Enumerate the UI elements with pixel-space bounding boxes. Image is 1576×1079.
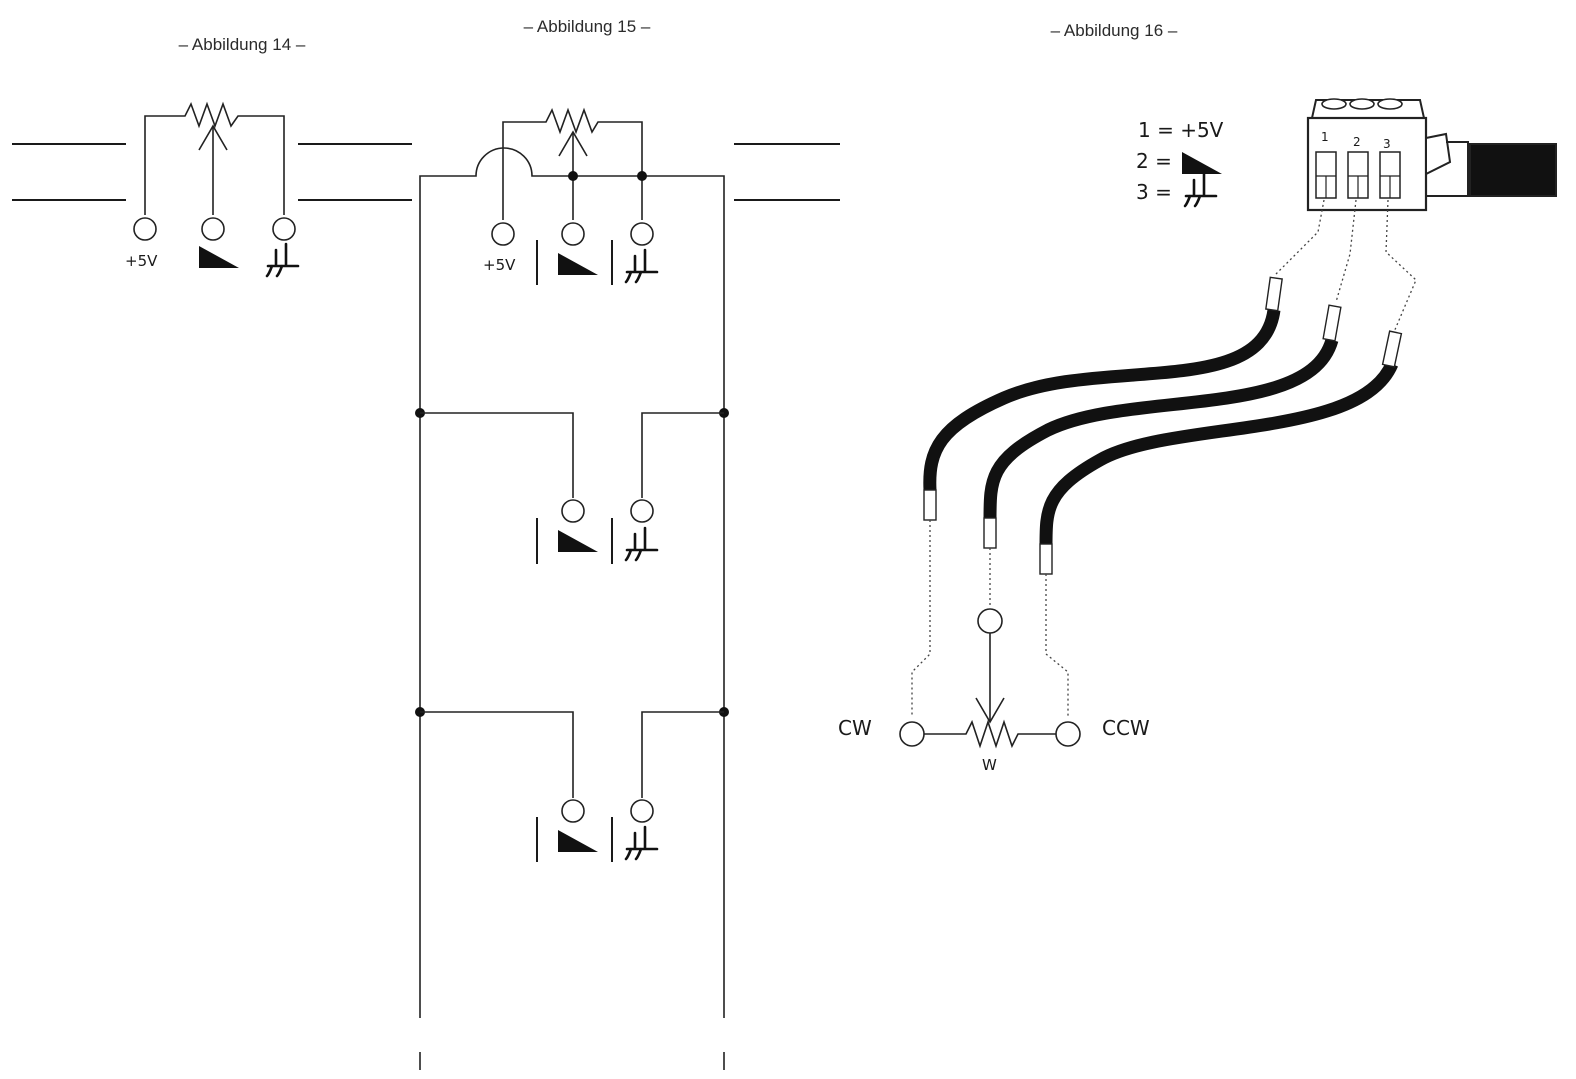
- label-ccw: CCW: [1102, 716, 1150, 740]
- connector-pin-2-label: 2: [1353, 135, 1361, 149]
- fig15-unit3-signal-wedge-icon: [558, 830, 598, 852]
- lead-cw-dotted: [911, 520, 931, 716]
- fig15-unit1-terminal-ground: [630, 222, 654, 246]
- figure-16-caption: – Abbildung 16 –: [1051, 21, 1178, 40]
- fig15-unit3-signal-wire: [420, 711, 574, 798]
- fig15-rails: [419, 147, 725, 1000]
- lead-2-top-dotted: [1335, 199, 1357, 303]
- legend-line-3: 3 =: [1136, 180, 1172, 204]
- fig15-unit3-ground-wire: [641, 711, 724, 798]
- fig14-signal-wedge-icon: [199, 246, 239, 268]
- fig15-unit3-ground-icon: [624, 825, 659, 861]
- fig14-terminal-ground: [272, 217, 296, 241]
- wire-bundle: [923, 276, 1403, 575]
- figure-16: – Abbildung 16 – 1 = +5V 2 = 3 =: [838, 21, 1557, 774]
- fig15-label-5v: +5V: [483, 256, 516, 274]
- fig16-potentiometer-icon: [924, 608, 1056, 749]
- fig16-terminal-cw: [899, 721, 925, 747]
- figure-15-caption: – Abbildung 15 –: [524, 17, 651, 36]
- fig15-unit2-terminal-signal: [561, 499, 585, 523]
- fig15-unit2-signal-wire: [420, 412, 574, 498]
- label-cw: CW: [838, 716, 872, 740]
- fig15-unit1-terminal-signal: [561, 222, 585, 246]
- fig14-label-5v: +5V: [125, 252, 158, 270]
- lead-1-top-dotted: [1275, 199, 1325, 275]
- figure-15: – Abbildung 15 – +5V: [415, 17, 840, 1070]
- fig14-potentiometer-icon: [144, 101, 285, 215]
- connector-pin-3-label: 3: [1383, 137, 1391, 151]
- fig15-unit3-terminal-signal: [561, 799, 585, 823]
- fig15-junction-1: [568, 171, 578, 181]
- legend-line-2: 2 =: [1136, 149, 1172, 173]
- lead-3-top-dotted: [1385, 199, 1417, 333]
- terminal-block-connector-icon: [1306, 98, 1557, 212]
- fig15-unit3-terminal-ground: [630, 799, 654, 823]
- figure-14: – Abbildung 14 – +5V: [12, 35, 412, 278]
- fig15-unit2-ground-icon: [624, 526, 659, 562]
- fig14-ground-icon: [265, 242, 300, 278]
- legend-line-1: 1 = +5V: [1138, 118, 1224, 142]
- lead-ccw-dotted: [1045, 574, 1069, 718]
- fig15-unit1-terminal-5v: [491, 222, 515, 246]
- fig15-unit1-signal-wedge-icon: [558, 253, 598, 275]
- fig16-terminal-ccw: [1055, 721, 1081, 747]
- fig14-terminal-5v: [133, 217, 157, 241]
- fig15-unit2-signal-wedge-icon: [558, 530, 598, 552]
- legend-ground-icon: [1183, 172, 1218, 208]
- label-wiper: W: [982, 756, 997, 774]
- legend-signal-wedge-icon: [1182, 152, 1222, 174]
- fig15-unit2-ground-wire: [641, 412, 724, 498]
- fig15-potentiometer-icon: [502, 107, 643, 220]
- fig15-unit1-ground-icon: [624, 248, 659, 284]
- connector-pin-1-label: 1: [1321, 130, 1329, 144]
- figure-14-caption: – Abbildung 14 –: [179, 35, 306, 54]
- fig15-junction-2: [637, 171, 647, 181]
- fig15-unit2-terminal-ground: [630, 499, 654, 523]
- fig14-terminal-signal: [201, 217, 225, 241]
